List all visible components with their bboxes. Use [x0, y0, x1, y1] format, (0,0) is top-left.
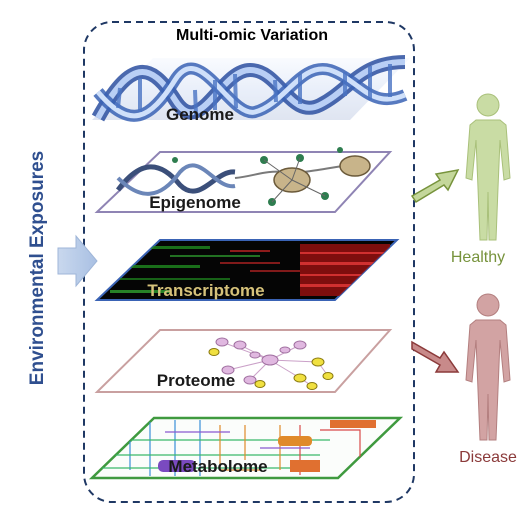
- layer-label-epigenome: Epigenome: [149, 193, 241, 212]
- healthy-arrow: [410, 168, 460, 204]
- pathway-node: [158, 460, 196, 472]
- layer-label-transcriptome: Transcriptome: [147, 281, 264, 300]
- proteome-layer: Proteome: [94, 329, 393, 393]
- disease-arrow: [411, 340, 460, 373]
- epigenome-layer: Epigenome: [94, 147, 393, 213]
- healthy-label: Healthy: [451, 249, 505, 266]
- layer-label-genome: Genome: [166, 105, 234, 124]
- healthy-person-icon: [465, 93, 511, 241]
- metabolic-pathway-icon: [95, 420, 361, 476]
- omics-frame: [83, 21, 415, 503]
- environmental-exposures-label: Environmental Exposures: [27, 151, 48, 385]
- pathway-node: [278, 436, 312, 446]
- protein-network-icon: [208, 337, 334, 390]
- exposure-arrow: [57, 234, 98, 288]
- pathway-node: [330, 420, 376, 428]
- layer-label-proteome: Proteome: [157, 371, 235, 390]
- genome-layer: Genome: [91, 55, 410, 124]
- layer-label-metabolome: Metabolome: [168, 457, 267, 476]
- disease-label: Disease: [459, 449, 517, 466]
- diagram-title: Multi-omic Variation: [176, 27, 328, 44]
- pathway-node: [290, 460, 320, 472]
- disease-person-icon: [465, 293, 511, 441]
- dna-helix-icon: [91, 55, 408, 122]
- chromatin-icon: [115, 147, 371, 206]
- transcriptome-layer: Transcriptome: [94, 239, 400, 301]
- metabolome-layer: Metabolome: [88, 416, 404, 480]
